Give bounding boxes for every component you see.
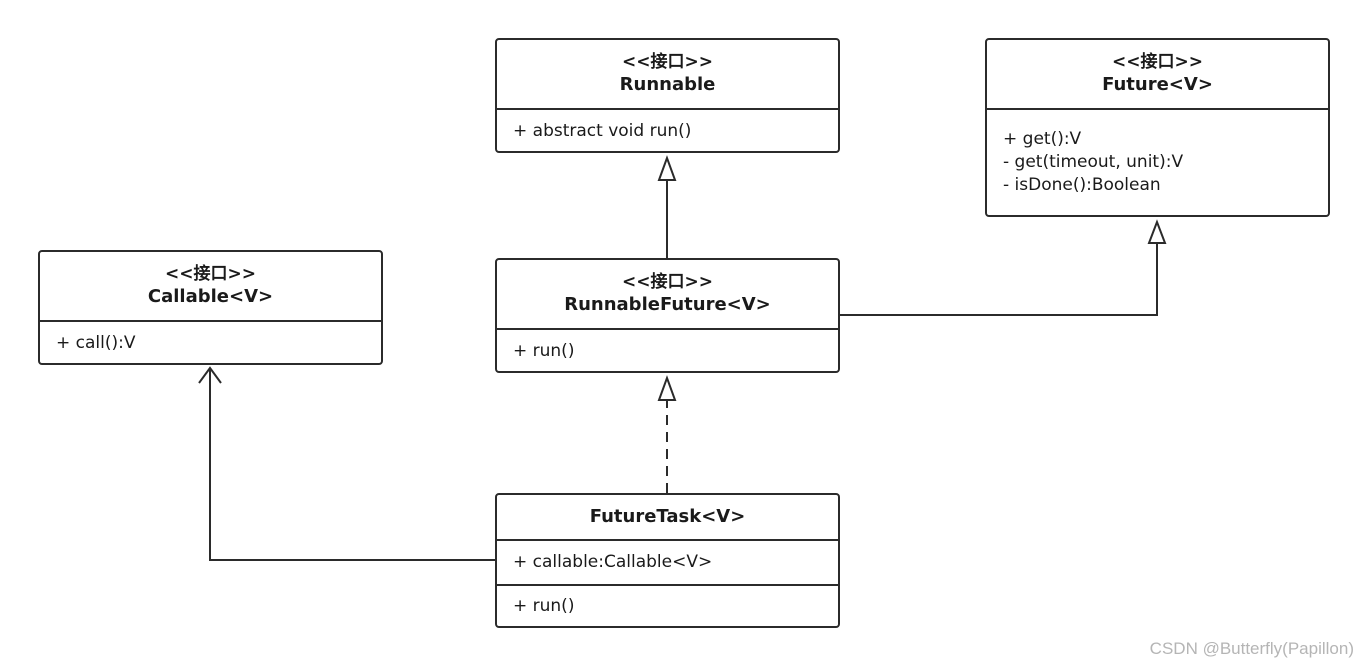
open-arrowhead [198,366,222,384]
methods-section: + run() [497,330,838,363]
attribute: + callable:Callable<V> [513,552,713,572]
method: + abstract void run() [513,121,692,141]
method: + call():V [56,333,136,353]
watermark-text: CSDN @Butterfly(Papillon) [1149,639,1354,658]
class-future[interactable]: <<接口>> Future<V> + get():V - get(timeout… [985,38,1330,217]
methods-section: + get():V - get(timeout, unit):V - isDon… [987,110,1328,197]
attributes-section: + callable:Callable<V> [497,541,838,586]
method: + run() [513,596,575,616]
class-name: RunnableFuture<V> [564,294,771,315]
class-header: FutureTask<V> [497,495,838,541]
hollow-triangle-arrowhead [657,375,677,401]
class-future-task[interactable]: FutureTask<V> + callable:Callable<V> + r… [495,493,840,628]
method: + run() [513,341,575,361]
hollow-triangle-arrowhead [1147,219,1167,244]
realization-futuretask-to-runnablefuture [657,375,677,493]
class-header: <<接口>> Callable<V> [40,252,381,322]
methods-section: + abstract void run() [497,110,838,143]
class-header: <<接口>> RunnableFuture<V> [497,260,838,330]
method: + get():V [1003,129,1082,149]
stereotype-label: <<接口>> [1112,52,1203,72]
method: - isDone():Boolean [1003,175,1161,195]
class-header: <<接口>> Runnable [497,40,838,110]
stereotype-label: <<接口>> [165,264,256,284]
methods-section: + call():V [40,322,381,355]
class-runnable-future[interactable]: <<接口>> RunnableFuture<V> + run() [495,258,840,373]
association-futuretask-to-callable [198,366,495,561]
hollow-triangle-arrowhead [657,155,677,181]
class-header: <<接口>> Future<V> [987,40,1328,110]
stereotype-label: <<接口>> [622,272,713,292]
class-name: FutureTask<V> [589,506,746,527]
method: - get(timeout, unit):V [1003,152,1184,172]
class-name: Runnable [619,74,716,95]
methods-section: + run() [497,586,838,618]
class-runnable[interactable]: <<接口>> Runnable + abstract void run() [495,38,840,153]
generalization-runnablefuture-to-future [840,219,1167,316]
class-name: Callable<V> [147,286,274,307]
class-callable[interactable]: <<接口>> Callable<V> + call():V [38,250,383,365]
generalization-runnablefuture-to-runnable [657,155,677,258]
class-name: Future<V> [1102,74,1213,95]
stereotype-label: <<接口>> [622,52,713,72]
